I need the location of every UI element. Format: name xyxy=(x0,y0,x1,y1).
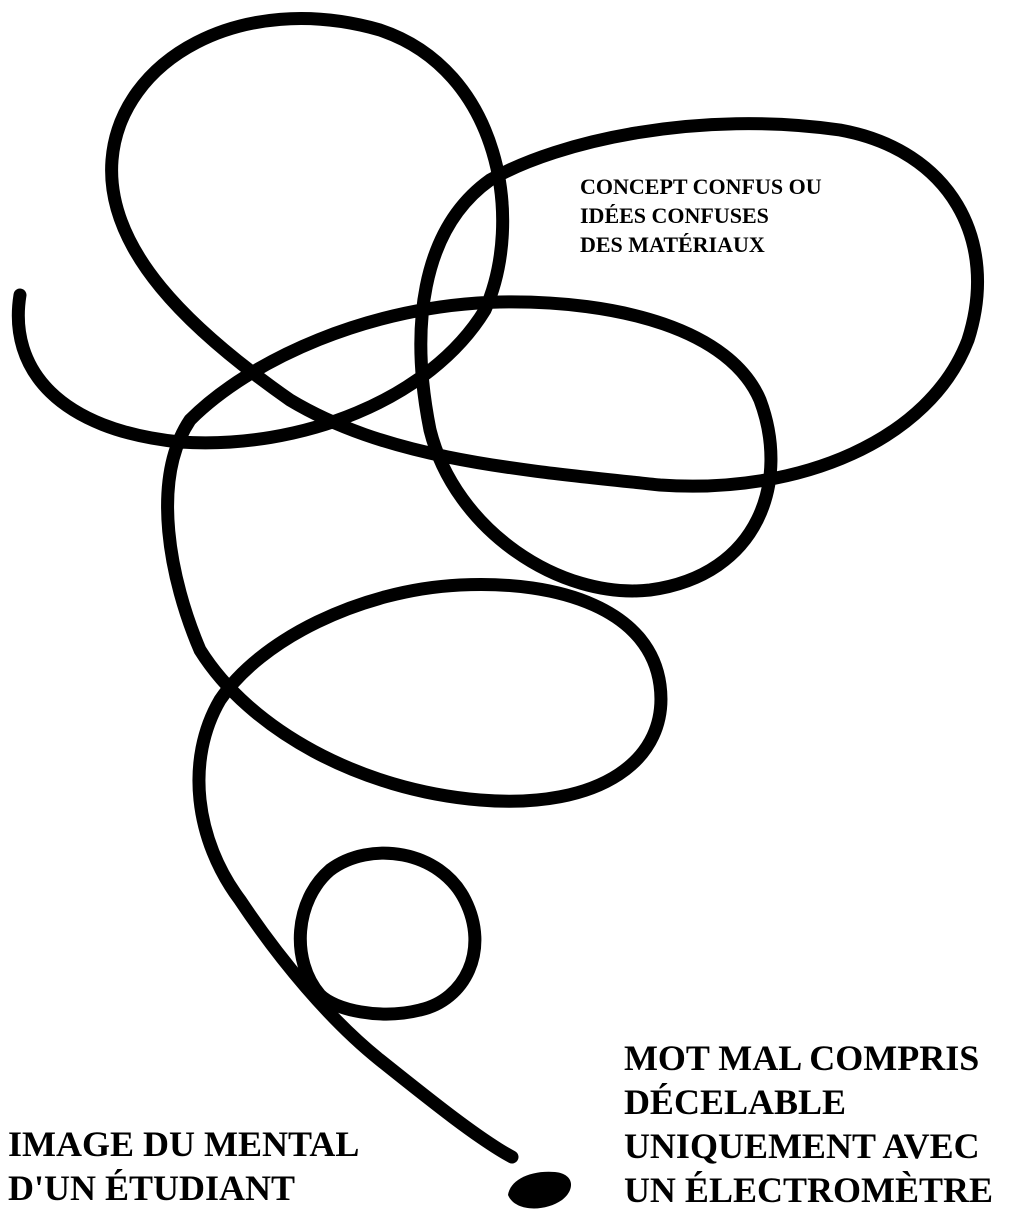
tangle-left-hook xyxy=(18,19,977,1157)
misunderstood-word-line-2: DÉCELABLE xyxy=(624,1080,993,1124)
confused-concept-line-3: DES MATÉRIAUX xyxy=(580,230,822,259)
misunderstood-word-line-3: UNIQUEMENT AVEC xyxy=(624,1124,993,1168)
misunderstood-word-line-1: MOT MAL COMPRIS xyxy=(624,1036,993,1080)
student-mind-line-2: D'UN ÉTUDIANT xyxy=(8,1166,359,1210)
tangle-small-loop xyxy=(300,853,475,1014)
misunderstood-word-label: MOT MAL COMPRIS DÉCELABLE UNIQUEMENT AVE… xyxy=(624,1036,993,1212)
ink-blot xyxy=(508,1172,571,1209)
confused-concept-line-2: IDÉES CONFUSES xyxy=(580,201,822,230)
student-mind-line-1: IMAGE DU MENTAL xyxy=(8,1122,359,1166)
misunderstood-word-line-4: UN ÉLECTROMÈTRE xyxy=(624,1168,993,1212)
confused-concept-label: CONCEPT CONFUS OU IDÉES CONFUSES DES MAT… xyxy=(580,172,822,259)
student-mind-label: IMAGE DU MENTAL D'UN ÉTUDIANT xyxy=(8,1122,359,1210)
confused-concept-line-1: CONCEPT CONFUS OU xyxy=(580,172,822,201)
